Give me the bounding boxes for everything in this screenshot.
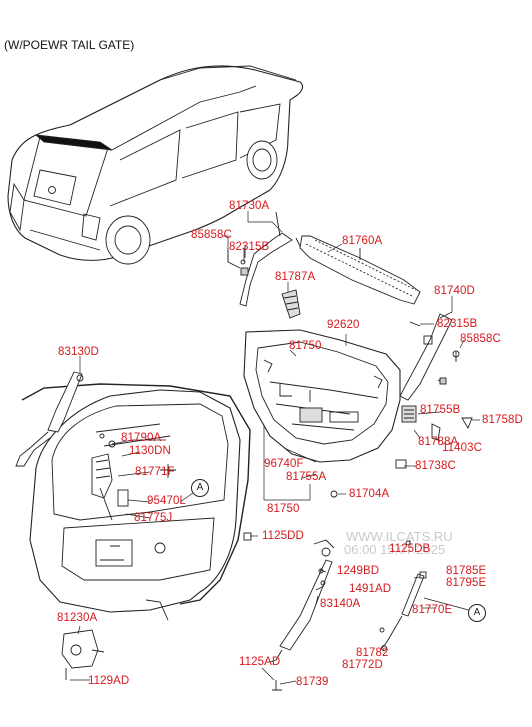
part-label[interactable]: 11403C <box>442 442 483 454</box>
part-label[interactable]: 81755A <box>286 471 327 483</box>
part-label[interactable]: 81788A <box>418 436 459 448</box>
latch-mechanism <box>91 433 129 521</box>
strut-83140A <box>269 539 335 663</box>
part-label[interactable]: 1129AD <box>88 675 130 687</box>
part-label[interactable]: 81790A <box>121 432 162 444</box>
gas-spring-81770E <box>381 573 425 651</box>
part-label[interactable]: 81704A <box>349 488 390 500</box>
part-label[interactable]: 81772D <box>342 659 383 671</box>
clip-81787A <box>281 289 301 319</box>
part-label[interactable]: 81738C <box>415 460 456 472</box>
part-label[interactable]: 81730A <box>229 200 270 212</box>
part-label[interactable]: 83140A <box>320 598 361 610</box>
part-label[interactable]: 81795E <box>446 577 487 589</box>
part-label[interactable]: 85858C <box>191 229 232 241</box>
tailgate-trim-81750 <box>243 329 401 463</box>
part-label[interactable]: 1125DB <box>389 543 431 555</box>
part-label[interactable]: 1491AD <box>349 583 392 595</box>
part-label[interactable]: 1249BD <box>337 565 380 577</box>
watermark-time: 06:00 15.07.2025 <box>344 542 446 557</box>
part-label[interactable]: 1125DD <box>262 530 304 542</box>
clip-ridges <box>404 409 414 419</box>
lock-motor-81230A <box>61 629 105 680</box>
part-label[interactable]: 81739 <box>296 676 329 688</box>
leader-lines <box>70 211 480 685</box>
part-label[interactable]: 81770E <box>412 604 453 616</box>
part-label[interactable]: 81750 <box>267 503 300 515</box>
upper-trim-81760A <box>299 235 421 305</box>
part-label[interactable]: 81787A <box>275 271 316 283</box>
part-label[interactable]: 82315B <box>229 241 270 253</box>
part-label[interactable]: 81771F <box>135 466 175 478</box>
part-label[interactable]: 81758D <box>482 414 523 426</box>
part-label[interactable]: 96740F <box>264 458 304 470</box>
callout-a-left: A <box>191 479 209 497</box>
part-label[interactable]: 1130DN <box>129 445 171 457</box>
part-label[interactable]: 81740D <box>434 285 475 297</box>
part-label[interactable]: 81755B <box>420 404 461 416</box>
part-label[interactable]: 95470L <box>147 495 186 507</box>
part-label[interactable]: 81775J <box>134 512 173 524</box>
part-label[interactable]: 81782 <box>356 647 389 659</box>
part-label[interactable]: 81230A <box>57 612 98 624</box>
part-label[interactable]: 82315B <box>437 318 478 330</box>
vehicle-illustration <box>7 65 304 265</box>
watermark-site: WWW.ILCATS.RU <box>346 529 453 544</box>
fasteners <box>243 459 427 691</box>
part-81758D <box>461 417 473 430</box>
part-label[interactable]: 92620 <box>327 319 360 331</box>
part-label[interactable]: 81760A <box>342 235 383 247</box>
part-label[interactable]: 81750 <box>289 340 322 352</box>
part-label[interactable]: 85858C <box>460 333 501 345</box>
part-label[interactable]: 1125AD <box>239 656 281 668</box>
tailgate-outer <box>29 389 241 621</box>
pillar-trim-81740D <box>399 313 460 401</box>
part-label[interactable]: 81785E <box>446 565 487 577</box>
part-label[interactable]: 83130D <box>58 346 99 358</box>
strut-83130D <box>15 371 84 467</box>
weatherstrip <box>21 383 251 605</box>
diagram-title: (W/POEWR TAIL GATE) <box>4 38 135 52</box>
callout-a-right: A <box>468 604 486 622</box>
